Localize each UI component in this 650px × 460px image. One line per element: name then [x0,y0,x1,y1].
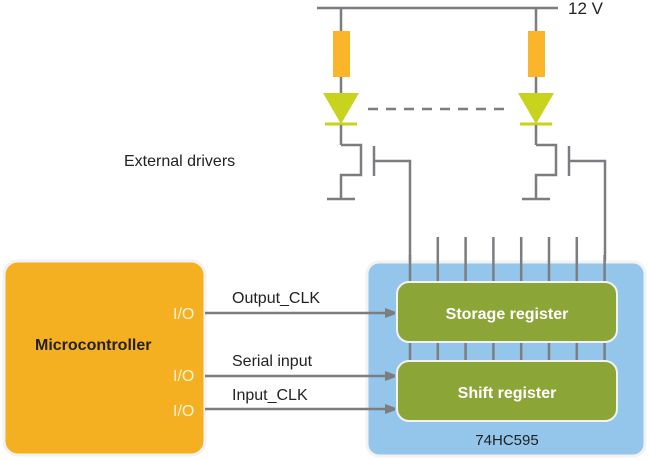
shift-register [396,360,618,422]
microcontroller-block [2,259,207,457]
io-pin-3: I/O [173,403,194,420]
transistor-left [339,143,363,199]
driver-channel-left [323,8,412,265]
io-pin-2: I/O [173,368,194,385]
microcontroller-label: Microcontroller [35,337,151,354]
transistor-right [534,143,558,199]
resistor-left [333,31,350,77]
output-pins [408,237,606,282]
register-interconnect [408,342,606,361]
storage-register [396,281,618,343]
chip-label: 74HC595 [475,432,538,449]
external-drivers-label: External drivers [124,153,235,170]
output-clk-label: Output_CLK [232,290,320,307]
supply-label: 12 V [568,0,604,18]
storage-register-label: Storage register [446,306,569,323]
led-right [518,93,554,124]
io-pin-1: I/O [173,306,194,323]
serial-input-label: Serial input [232,353,313,370]
driver-channel-right [518,8,607,265]
shift-register-label: Shift register [458,385,557,402]
input-clk-label: Input_CLK [232,387,308,404]
led-left [323,93,359,124]
resistor-right [528,31,545,77]
